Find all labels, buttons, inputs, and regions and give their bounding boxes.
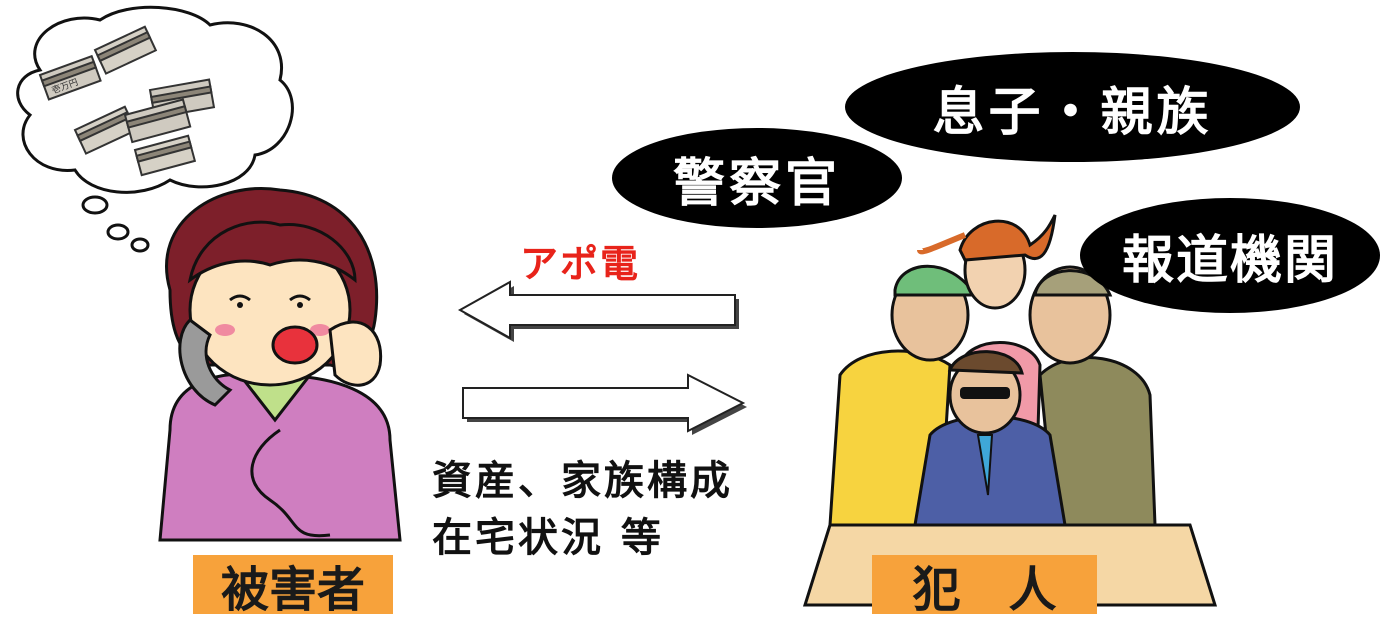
info-line-1: 資産、家族構成 (432, 458, 733, 504)
role-police-label: 警察官 (672, 153, 841, 214)
victim-woman-icon (158, 187, 402, 542)
thought-bubble-icon: 壱万円 (16, 5, 294, 253)
criminal-tag: 犯 人 (872, 555, 1097, 618)
role-oval-family: 息子・親族 (845, 52, 1300, 162)
arrow-left-icon (457, 280, 739, 342)
role-family-label: 息子・親族 (932, 82, 1213, 143)
role-oval-press: 報道機関 (1080, 198, 1380, 313)
phone-icon (178, 318, 331, 538)
call-label: アポ電 (520, 242, 641, 286)
role-oval-police: 警察官 (612, 128, 902, 228)
victim-tag: 被害者 (193, 555, 393, 618)
criminal-label: 犯 人 (912, 561, 1057, 618)
info-line-2: 在宅状況 等 (432, 515, 664, 561)
role-press-label: 報道機関 (1121, 231, 1338, 291)
arrow-right-icon (462, 373, 747, 435)
money-bundle-icon: 壱万円 (38, 25, 216, 177)
victim-label: 被害者 (220, 561, 365, 618)
